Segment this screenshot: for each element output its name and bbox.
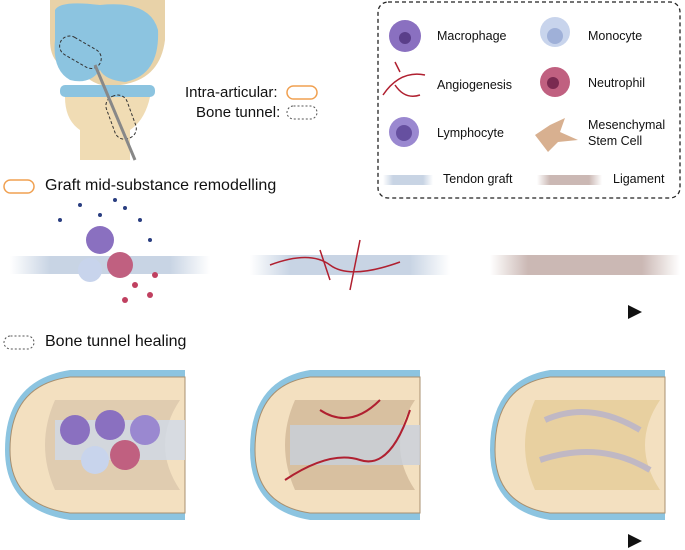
legend-monocyte: Monocyte <box>588 29 643 43</box>
legend-box <box>377 1 681 199</box>
legend-ligament: Ligament <box>613 172 665 186</box>
legend-neutrophil: Neutrophil <box>588 76 645 90</box>
ligament-icon <box>537 175 602 185</box>
legend-macrophage: Macrophage <box>437 29 507 43</box>
angiogenesis-icon <box>382 61 426 97</box>
bone-tunnel-stage-1 <box>5 370 186 520</box>
knee-icon <box>50 0 165 161</box>
bone-tunnel-stage-3 <box>490 370 666 520</box>
tunnel-section-title: Bone tunnel healing <box>45 333 187 350</box>
bone-tunnel-stage-2 <box>250 370 421 520</box>
intra-articular-label: Intra-articular: <box>185 84 278 101</box>
legend-msc: Mesenchymal Stem Cell <box>588 118 666 148</box>
legend-lymphocyte: Lymphocyte <box>437 126 504 140</box>
msc-icon <box>535 118 578 152</box>
legend-angiogenesis: Angiogenesis <box>437 78 513 92</box>
legend-tendon-graft: Tendon graft <box>443 172 513 186</box>
graft-section-title: Graft mid-substance remodelling <box>45 177 277 194</box>
tendon-graft-icon <box>383 175 433 185</box>
bone-tunnel-label: Bone tunnel: <box>196 104 281 121</box>
